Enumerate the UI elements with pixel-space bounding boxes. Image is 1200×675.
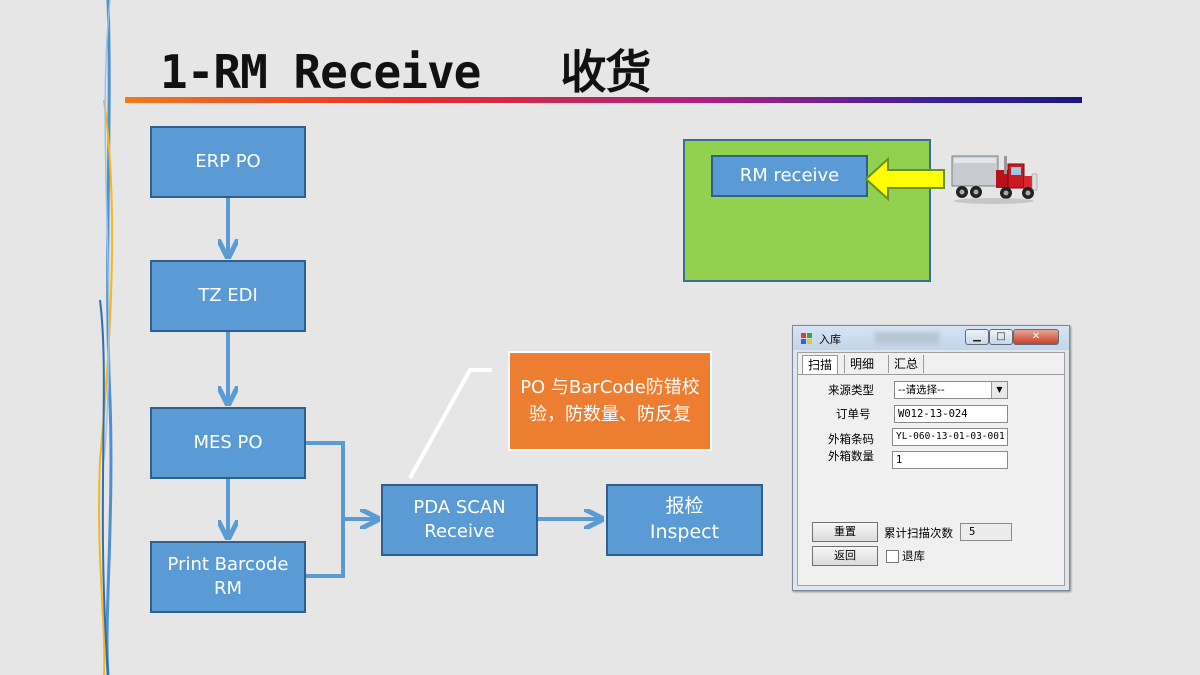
chevron-down-icon[interactable]: ▼ [991,382,1007,398]
callout-line [408,368,492,479]
maximize-button[interactable]: □ [989,329,1013,345]
return-label: 退库 [902,549,925,563]
app-icon [801,333,812,344]
left-decoration [98,0,114,675]
back-button[interactable]: 返回 [812,546,878,566]
blurred-title-text [875,332,939,344]
validation-note: PO 与BarCode防错校验，防数量、防反复 [508,351,712,451]
tab-divider [798,374,1064,375]
inbound-dialog: 入库 ▁ □ ✕ 扫描 明细 汇总 来源类型 --请选择-- ▼ 订单号 W01… [792,325,1070,591]
reset-button[interactable]: 重置 [812,522,878,542]
source-type-value: --请选择-- [898,384,945,396]
title-underline [125,97,1082,103]
return-checkbox[interactable] [886,550,899,563]
print-barcode-box: Print Barcode RM [150,541,306,613]
box-qty-label: 外箱数量 [828,449,874,463]
scan-count-label: 累计扫描次数 [884,526,953,540]
source-type-label: 来源类型 [828,383,874,397]
yellow-arrow-icon [864,156,945,202]
tz-edi-box: TZ EDI [150,260,306,332]
inspect-box: 报检 Inspect [606,484,763,556]
order-no-label: 订单号 [836,407,871,421]
box-qty-input[interactable]: 1 [892,451,1008,469]
pda-scan-box: PDA SCAN Receive [381,484,538,556]
truck-icon [951,155,1038,204]
tab-scan[interactable]: 扫描 [802,355,839,374]
box-barcode-label: 外箱条码 [828,432,874,446]
order-no-input[interactable]: W012-13-024 [894,405,1008,423]
page-title: 1-RM Receive 收货 [160,45,651,99]
tab-summary[interactable]: 汇总 [888,355,925,373]
dialog-title: 入库 [819,333,841,346]
rm-receive-box: RM receive [711,155,868,197]
close-button[interactable]: ✕ [1013,329,1059,345]
erp-po-box: ERP PO [150,126,306,198]
mes-po-box: MES PO [150,407,306,479]
arrow-mes-print-to-pda [306,441,376,578]
dialog-client: 扫描 明细 汇总 来源类型 --请选择-- ▼ 订单号 W012-13-024 … [797,352,1065,586]
box-barcode-input[interactable]: YL-060-13-01-03-001 [892,428,1008,446]
source-type-select[interactable]: --请选择-- ▼ [894,381,1008,399]
tab-detail[interactable]: 明细 [844,355,879,373]
minimize-button[interactable]: ▁ [965,329,989,345]
scan-count-field: 5 [960,523,1012,541]
